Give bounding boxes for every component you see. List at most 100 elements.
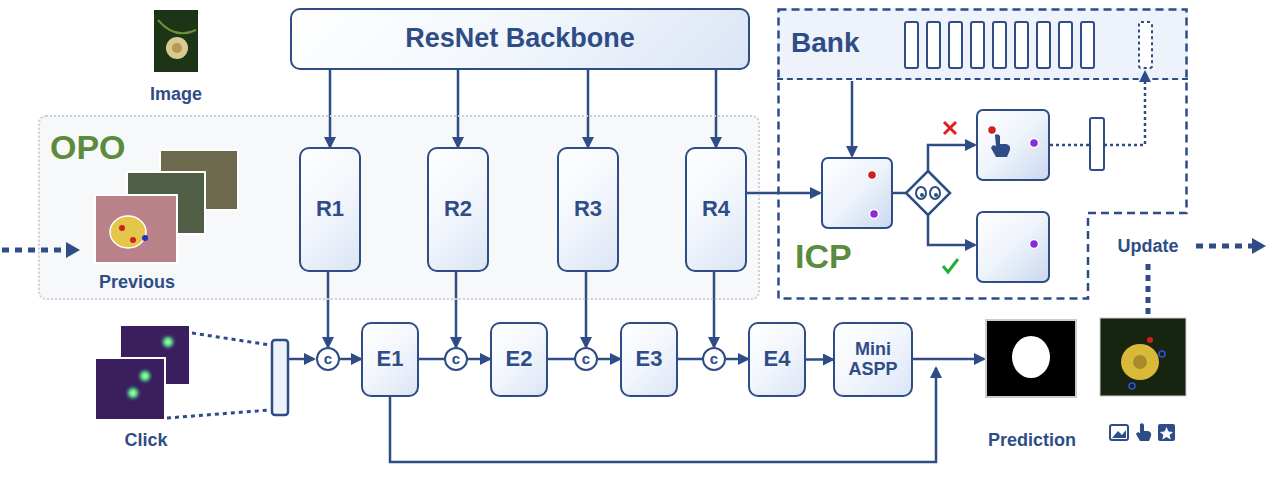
concat-circle: c (444, 347, 468, 371)
flow-arrow (327, 272, 330, 347)
icp-flow-part (944, 122, 956, 134)
update-image-part (1159, 351, 1165, 357)
flow-arrow (715, 70, 718, 147)
update-icons-part (1112, 430, 1126, 438)
icp-flow-part (870, 210, 879, 219)
update-image-part (1121, 344, 1159, 380)
flow-in-arrow-part (2, 248, 66, 253)
node-label: E4 (764, 347, 791, 371)
click-maps-part (167, 410, 270, 418)
bank-slots-part (993, 22, 1006, 68)
refine-block: R2 (427, 147, 489, 272)
previous-images-part (119, 225, 125, 231)
flow-arrow (678, 358, 702, 361)
previous-images-part (110, 216, 146, 248)
icp-flow-part (977, 212, 1049, 282)
update-image-part (1129, 383, 1135, 389)
previous-images-part (130, 237, 136, 243)
backbone-box: ResNet Backbone (290, 8, 750, 70)
concat-circle: c (702, 347, 726, 371)
click-maps-part (95, 358, 165, 420)
node-label: R4 (702, 197, 730, 221)
click-maps-part (192, 333, 270, 345)
node-label: R2 (444, 197, 472, 221)
bank-ground (777, 8, 1188, 80)
click-encoder (272, 340, 314, 415)
flow-arrow (548, 358, 574, 361)
node-label: Mini ASPP (835, 340, 911, 380)
click-encoder-part (288, 358, 314, 361)
icp-flow-part (928, 145, 975, 171)
encoder-block: E2 (490, 322, 548, 397)
icp-flow-part (892, 192, 906, 195)
previous-images-part (142, 235, 148, 241)
previous-images-part (95, 195, 177, 263)
icp-flow-part (991, 134, 1010, 157)
flow-arrow (419, 358, 444, 361)
bank-slots-part (1037, 22, 1050, 68)
update-image-part (1133, 355, 1147, 369)
icp-flow-part (943, 259, 958, 272)
bank-slots-part (971, 22, 984, 68)
icp-flow-part (920, 193, 924, 197)
prediction-mask-part (986, 320, 1076, 397)
node-label: R1 (316, 197, 344, 221)
encoder-block: E1 (361, 322, 419, 397)
flow-arrow (468, 358, 490, 361)
icp-flow-part (906, 171, 950, 215)
encoder-block: E3 (620, 322, 678, 397)
click-maps-part (159, 333, 177, 351)
input-image (154, 10, 198, 72)
node-label: E2 (506, 347, 533, 371)
node-label: c (710, 351, 718, 368)
node-label: R3 (574, 197, 602, 221)
bank-band: Bank (777, 8, 1188, 80)
prediction-mask-part (1012, 336, 1050, 378)
icp-flow-part (1104, 72, 1145, 145)
bank-slots-part (1139, 22, 1152, 68)
update-icons-part (1136, 423, 1151, 441)
aspp-block: Mini ASPP (833, 322, 913, 397)
bank-ground-part (777, 8, 1188, 80)
region-title: ICP (795, 238, 852, 275)
flow-arrow (587, 70, 590, 147)
node-label: E3 (636, 347, 663, 371)
concat-circle: c (574, 347, 598, 371)
icp-region: ICP Bank (777, 8, 1188, 300)
icp-flow-part (977, 110, 1049, 180)
caption-label: Update (1117, 236, 1178, 257)
flow-arrow (726, 358, 748, 361)
update-icons (1110, 423, 1175, 441)
flow-arrow (455, 272, 458, 347)
click-maps-part (124, 384, 142, 402)
icp-flow-part (928, 215, 975, 245)
opo-ground-part (38, 115, 760, 300)
caption-label: Image (150, 84, 202, 105)
skip-connection-part (908, 358, 984, 361)
flow-in-arrow-part (66, 242, 80, 258)
icp-flow-part (1030, 139, 1039, 148)
update-link-part (1146, 264, 1151, 316)
update-link-part (1196, 244, 1252, 249)
input-image-part (172, 43, 182, 53)
bank-slots-part (1015, 22, 1028, 68)
flow-arrow (340, 358, 361, 361)
update-icons-part (1160, 427, 1173, 440)
icp-flow-part (1030, 240, 1039, 249)
prediction-mask (986, 320, 1076, 397)
update-icons-part (1110, 425, 1128, 440)
icp-flow-part (868, 171, 877, 180)
node-label: c (324, 351, 332, 368)
flow-arrow (329, 70, 332, 147)
node-label: c (582, 351, 590, 368)
flow-arrow (598, 358, 620, 361)
bank-slots (905, 22, 1152, 68)
click-maps-part (136, 367, 154, 385)
icp-flow-part (822, 158, 892, 228)
icp-flow-part (745, 192, 820, 195)
icp-flow-part (851, 81, 854, 156)
caption-label: Prediction (988, 430, 1076, 451)
flow-arrow (806, 358, 833, 361)
